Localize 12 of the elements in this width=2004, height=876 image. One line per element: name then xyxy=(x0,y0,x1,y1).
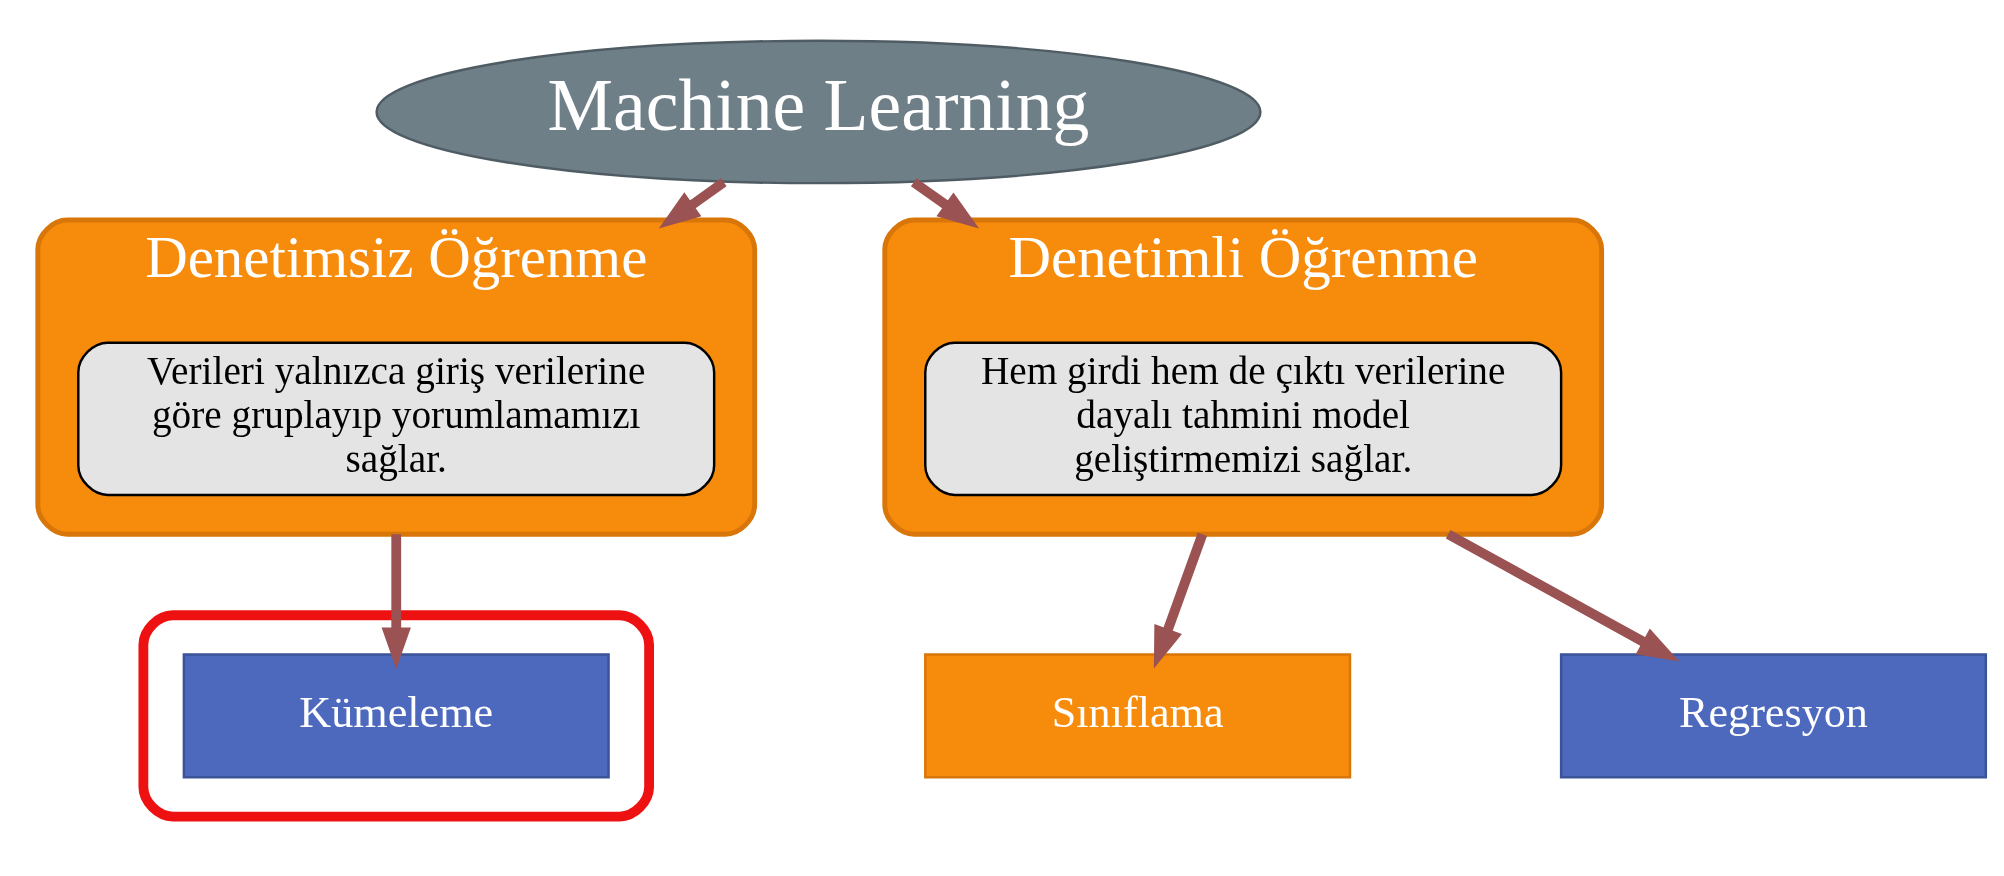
node-box: Hem girdi hem de çıktı verilerine dayalı tahmini model geliştirmemizi sağlar. xyxy=(924,341,1563,496)
arrow xyxy=(1153,532,1207,668)
node-box: Regresyon xyxy=(1559,652,1988,778)
cluster xyxy=(138,609,654,821)
node-box: Kümeleme xyxy=(182,652,610,778)
node-box: Sınıflama xyxy=(924,652,1352,778)
arrow xyxy=(1445,529,1680,662)
node-box: Verileri yalnızca giriş verilerine göre gruplayıp yorumlamamızı sağlar. xyxy=(77,341,716,496)
arrow xyxy=(658,177,727,229)
arrow xyxy=(910,177,980,229)
node-ellipse: Machine Learning xyxy=(375,39,1262,184)
arrow xyxy=(381,533,411,669)
